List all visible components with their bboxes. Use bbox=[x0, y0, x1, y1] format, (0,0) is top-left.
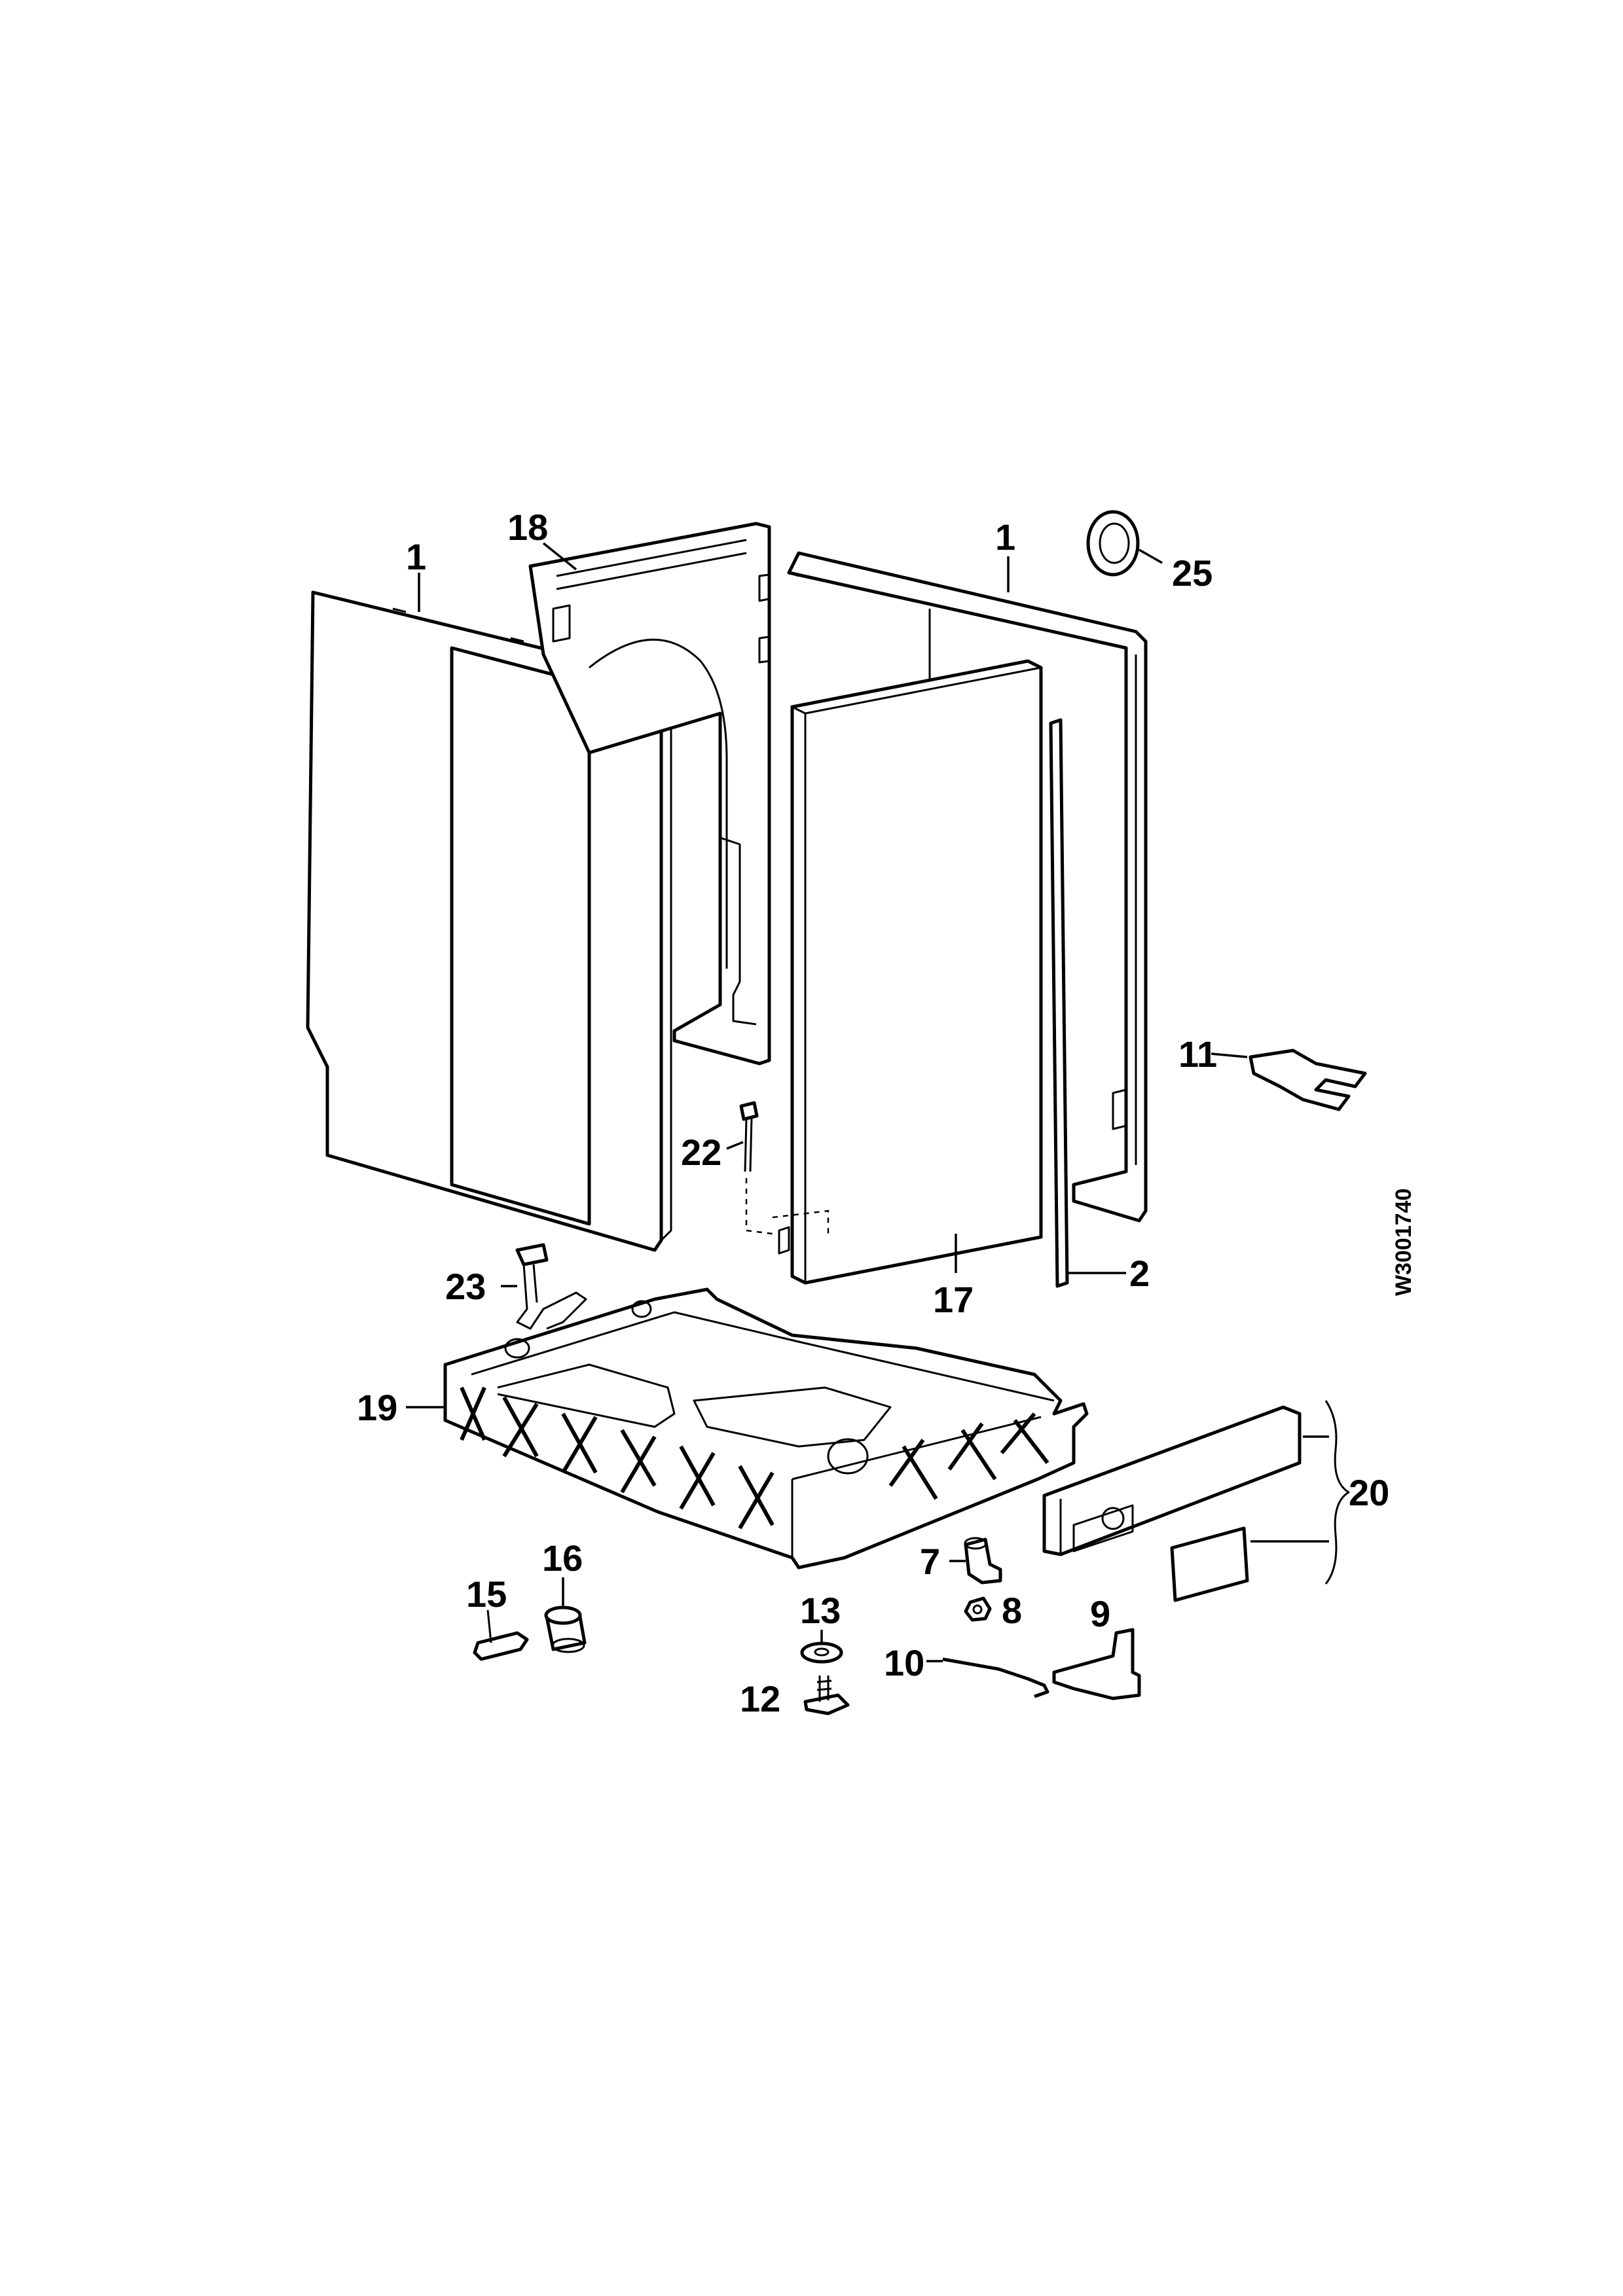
callout-1-left: 1 bbox=[406, 536, 426, 577]
part-2-seal-strip bbox=[1049, 718, 1126, 1288]
callout-12: 12 bbox=[740, 1678, 780, 1719]
callout-2: 2 bbox=[1129, 1253, 1150, 1294]
part-9-foot-piece bbox=[1052, 1628, 1141, 1700]
part-15-clip bbox=[473, 1609, 529, 1661]
callout-11: 11 bbox=[1178, 1033, 1217, 1075]
callout-19: 19 bbox=[357, 1387, 397, 1428]
part-10-wire-rod bbox=[926, 1657, 1049, 1698]
part-8-nut bbox=[964, 1596, 992, 1622]
callout-22: 22 bbox=[681, 1132, 721, 1173]
part-20-plinth-assembly bbox=[1042, 1400, 1350, 1602]
part-1-left-side-panel bbox=[306, 590, 672, 1252]
callout-23: 23 bbox=[445, 1266, 486, 1307]
part-11-bracket bbox=[1211, 1049, 1367, 1111]
part-1-right-side-panel bbox=[787, 551, 1148, 1223]
callout-20: 20 bbox=[1349, 1472, 1389, 1513]
callout-labels: 1 18 1 25 11 22 17 2 23 19 20 7 8 9 10 1… bbox=[357, 507, 1389, 1719]
part-22-screw bbox=[726, 1101, 830, 1237]
part-17-front-panel bbox=[778, 659, 1043, 1285]
drawing-code: W3001740 bbox=[1391, 1189, 1416, 1296]
part-25-ring bbox=[1086, 510, 1163, 577]
callout-16: 16 bbox=[542, 1537, 583, 1579]
part-16-roller bbox=[544, 1577, 587, 1653]
callout-15: 15 bbox=[466, 1573, 507, 1615]
callout-1-right: 1 bbox=[995, 516, 1015, 558]
callout-18: 18 bbox=[507, 507, 548, 548]
callout-17: 17 bbox=[933, 1279, 974, 1320]
part-23-clip bbox=[501, 1243, 587, 1330]
part-7-hinge-block bbox=[949, 1537, 1002, 1585]
callout-9: 9 bbox=[1090, 1593, 1110, 1634]
callout-7: 7 bbox=[920, 1541, 940, 1582]
callout-25: 25 bbox=[1172, 552, 1213, 594]
part-12-adjustable-foot bbox=[803, 1676, 850, 1715]
callout-10: 10 bbox=[884, 1642, 924, 1683]
callout-8: 8 bbox=[1002, 1590, 1022, 1631]
part-18-rear-frame bbox=[528, 522, 771, 1066]
callout-13: 13 bbox=[800, 1590, 841, 1631]
part-19-base-frame bbox=[406, 1287, 1089, 1570]
part-13-washer bbox=[800, 1630, 843, 1664]
leader-lines bbox=[418, 542, 1010, 1273]
